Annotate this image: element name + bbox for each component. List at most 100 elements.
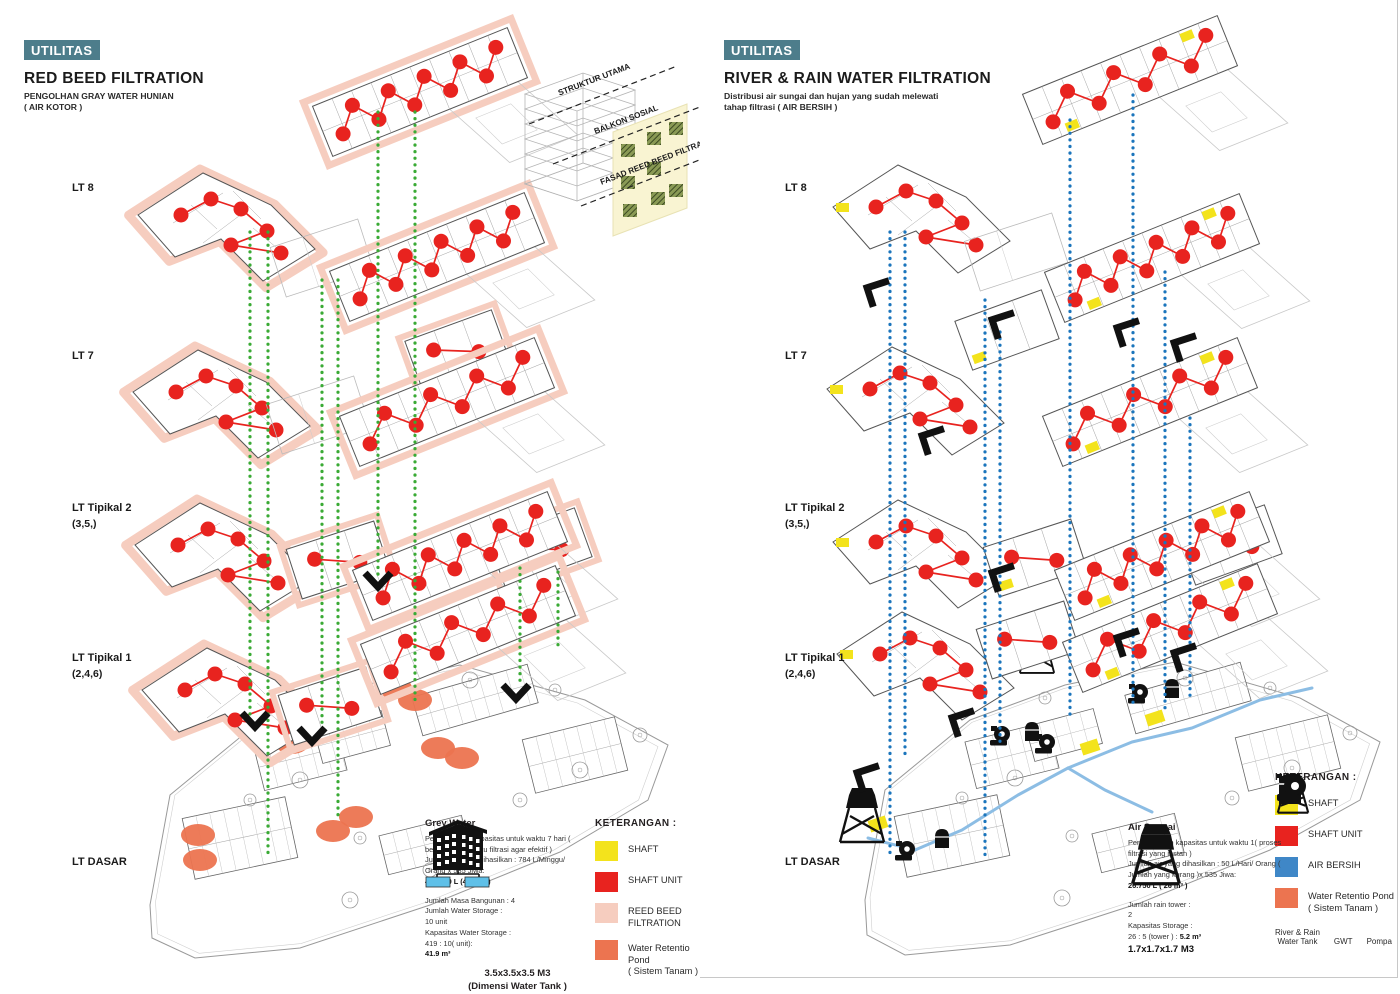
shaft-marker [1064,118,1081,133]
shaft-unit-dot [1086,561,1102,577]
shaft-unit-dot [1080,405,1096,421]
tree-symbol [1065,829,1079,843]
shaft-unit-dot [1091,95,1107,111]
shaft-unit-dot [518,532,534,548]
panel-river-rain-water-filtration: UTILITAS RIVER & RAIN WATER FILTRATION D… [700,0,1400,990]
shaft-unit-dot [420,547,436,563]
shaft-unit-dot [230,531,246,547]
shaft-unit-dot [1230,503,1246,519]
utilitas-badge: UTILITAS [24,40,100,60]
tree-symbol [243,793,257,807]
gwt-item: GWT [1279,774,1353,946]
shaft-unit-dot [173,207,189,223]
tree-symbol [291,771,309,789]
right-header: UTILITAS RIVER & RAIN WATER FILTRATION D… [724,40,991,112]
shaft-unit-dot [1065,436,1081,452]
shaft-marker [1096,594,1113,609]
flow-up-arrow [987,562,1016,593]
shaft-unit-dot [918,229,934,245]
shaft-unit-dot [928,528,944,544]
shaft-unit-dot [397,248,413,264]
shaft-marker [1211,505,1227,519]
shaft-marker [836,538,849,547]
shaft-unit-dot [1238,575,1254,591]
flow-up-arrow [987,309,1016,340]
shaft-unit-dot [307,551,323,567]
shaft-unit-dot [922,375,938,391]
shaft-unit-dot [521,608,537,624]
shaft-unit-dot [1157,399,1173,415]
water-tank-dimension: 3.5x3.5x3.5 M3 (Dimensi Water Tank ) [468,968,567,992]
shaft-unit-dot [383,664,399,680]
shaft-unit-dot [862,381,878,397]
shaft-unit-dot [1183,58,1199,74]
tree-symbol [632,727,648,743]
shaft-unit-dot [490,596,506,612]
shaft-marker [971,351,987,365]
shaft-unit-dot [898,518,914,534]
legend-item-shaft-unit: SHAFT UNIT [595,872,700,892]
shaft-unit-dot [1085,662,1101,678]
shaft-marker [1104,666,1121,681]
shaft-unit-dot [362,436,378,452]
shaft-unit-dot [868,199,884,215]
floor-label-lt-dasar: LT DASAR [785,856,840,868]
shaft-unit-dot [1067,292,1083,308]
shaft-unit-dot [962,419,978,435]
shaft-unit-dot [444,615,460,631]
shaft-unit-dot [1148,234,1164,250]
shaft-swatch [595,841,618,861]
pompa-item: Pompa [1277,774,1392,946]
pump-symbol [895,841,915,861]
shaft-marker [1179,29,1195,43]
shaft-unit-dot [1194,518,1210,534]
shaft-unit-dot [1137,77,1153,93]
shaft-unit-dot [1060,83,1076,99]
shaft-marker [830,385,843,394]
shaft-unit-dot [898,183,914,199]
shaft-unit-dot [469,368,485,384]
shaft-unit-dot [1146,613,1162,629]
page-title: RED BEED FILTRATION [24,70,204,87]
legend-item-reed-beed: REED BEED FILTRATION [595,903,700,929]
shaft-marker [1079,738,1101,756]
tree-symbol [512,792,528,808]
reed-beed-module [621,144,635,157]
flow-up-arrow [947,707,976,738]
shaft-unit-dot [270,575,286,591]
axon-label: STRUKTUR UTAMA [557,62,631,98]
retention-pond-swatch [595,940,618,961]
gwt-symbol [1165,679,1179,698]
reed-beed-swatch [595,903,618,923]
shaft-unit-dot [377,405,393,421]
shaft-unit-dot [928,193,944,209]
shaft-unit-swatch [595,872,618,892]
shaft-unit-dot [1198,27,1214,43]
reed-beed-module [623,204,637,217]
clean-water-pipe [1066,766,1154,814]
shaft-unit-dot [380,83,396,99]
water-retention-pond [181,824,215,846]
tree-symbol [1342,725,1358,741]
shaft-unit-dot [918,564,934,580]
page-subtitle: PENGOLHAN GRAY WATER HUNIAN ( AIR KOTOR … [24,91,174,112]
floor-plan-cluster [128,639,332,768]
shaft-unit-dot [1076,263,1092,279]
shaft-unit-dot [429,645,445,661]
shaft-unit-dot [1113,575,1129,591]
water-retention-pond [445,747,479,769]
reed-beed-module [669,184,683,197]
floor-label-lt-tipikal-1: LT Tipikal 1(2,4,6) [72,652,132,680]
legend-item-shaft: SHAFT [595,841,700,861]
shaft-unit-dot [1175,248,1191,264]
shaft-unit-dot [228,378,244,394]
tree-symbol [353,831,367,845]
shaft-unit-dot [902,630,918,646]
shaft-unit-dot [200,521,216,537]
shaft-unit-dot [469,219,485,235]
shaft-unit-dot [433,233,449,249]
rain-tower-icon [1131,824,1181,886]
shaft-unit-dot [1042,634,1058,650]
shaft-unit-dot [1077,590,1093,606]
